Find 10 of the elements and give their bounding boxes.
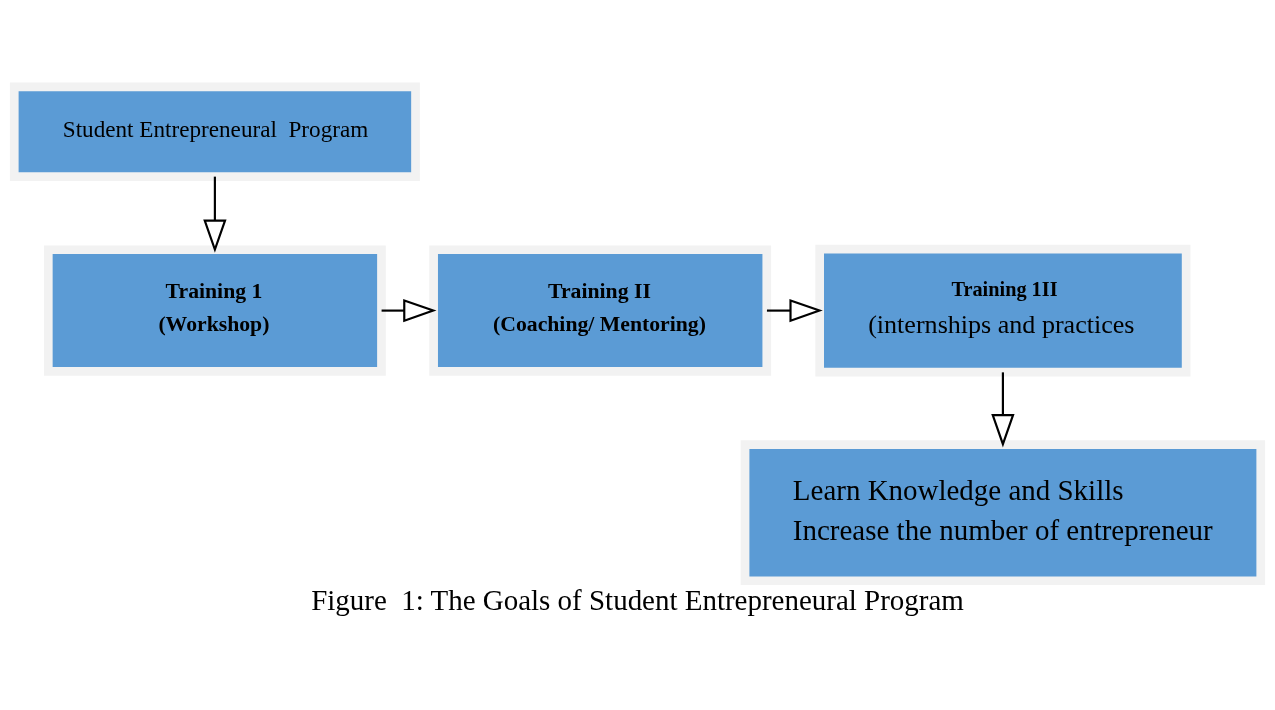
arrow [203, 176, 227, 253]
node-box: Training 1II (internships and practices [815, 244, 1191, 376]
node-box: Training 1 (Workshop) [43, 244, 386, 376]
arrow [766, 298, 823, 322]
node-box: Learn Knowledge and Skills Increase the number of entrepreneur [740, 439, 1266, 585]
arrow [381, 298, 437, 322]
node-box: Student Entrepreneural Program [9, 81, 420, 181]
arrow [991, 371, 1015, 447]
node-box: Training II (Coaching/ Mentoring) [429, 244, 772, 376]
caption: Figure 1: The Goals of Student Entrepreneural Program [311, 583, 964, 616]
